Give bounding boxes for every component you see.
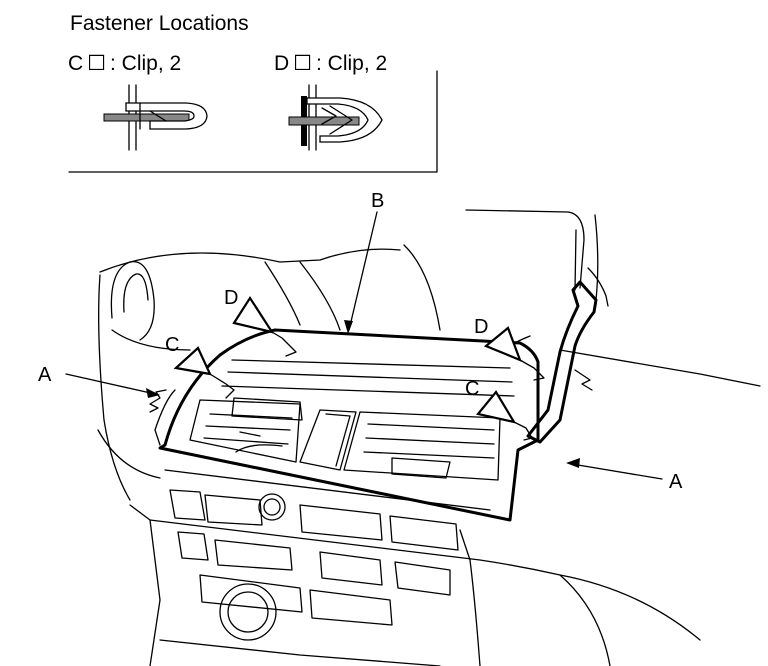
callout-c-left: C xyxy=(165,334,179,356)
legend-frame xyxy=(68,70,438,173)
clip-d-icon xyxy=(288,84,383,151)
callout-b: B xyxy=(371,190,384,212)
leader-lines xyxy=(65,211,663,480)
clip-d-arrow-left xyxy=(232,295,275,334)
callout-c-right: C xyxy=(465,378,479,400)
clip-c-arrow-left xyxy=(173,346,212,376)
legend-title: Fastener Locations xyxy=(70,12,249,35)
center-dash-b xyxy=(189,359,515,481)
legend-item-c: C☐: Clip, 2 xyxy=(68,52,181,75)
callout-labels: A A B C C D D xyxy=(38,190,683,493)
dashboard-background xyxy=(97,209,761,666)
legend-item-d: D☐: Clip, 2 xyxy=(274,52,387,75)
clip-d-arrow-right xyxy=(483,326,522,362)
callout-a-right: A xyxy=(669,471,683,493)
callout-d-right: D xyxy=(474,316,488,338)
callout-d-left: D xyxy=(224,287,238,309)
clip-c-icon xyxy=(103,84,208,151)
clip-arrows xyxy=(173,295,545,441)
clip-c-arrow-right xyxy=(476,390,517,424)
callout-a-left: A xyxy=(38,364,52,386)
center-panel-a xyxy=(149,267,609,522)
fastener-legend: Fastener Locations C☐: Clip, 2 D☐: Clip,… xyxy=(68,12,438,173)
